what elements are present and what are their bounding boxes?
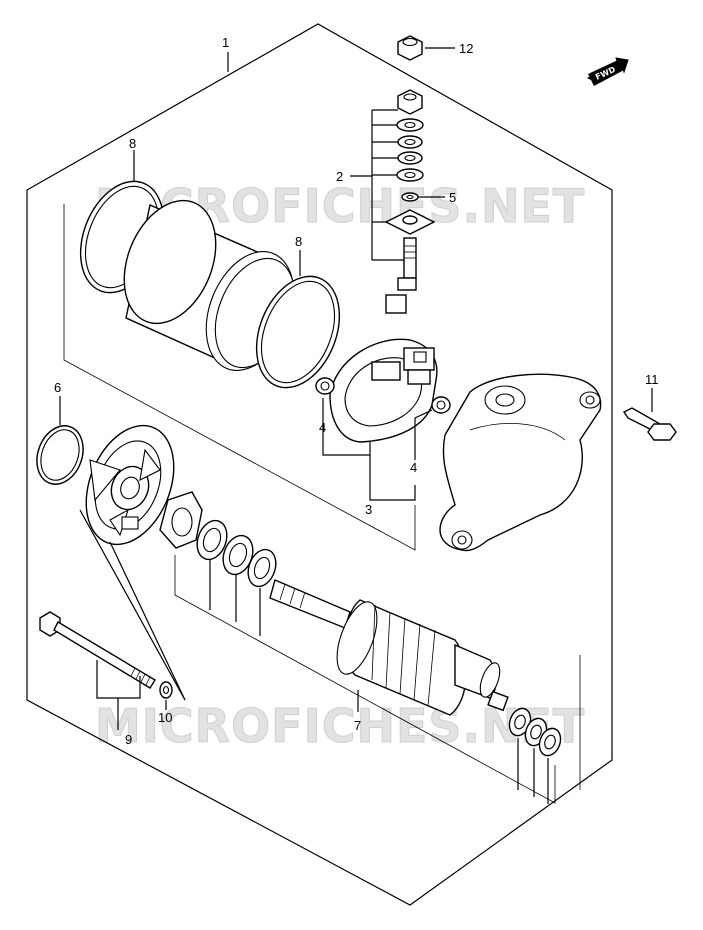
callout-4-left: 4 bbox=[319, 420, 326, 435]
callout-5: 5 bbox=[449, 190, 456, 205]
callout-1: 1 bbox=[222, 35, 229, 50]
front-housing bbox=[79, 424, 186, 701]
terminal-stack-2 bbox=[350, 89, 445, 314]
nut-12 bbox=[397, 35, 455, 61]
end-cover-housing bbox=[439, 373, 602, 552]
callout-7: 7 bbox=[354, 718, 361, 733]
callout-9: 9 bbox=[125, 732, 132, 747]
callout-8-left: 8 bbox=[129, 136, 136, 151]
callout-2: 2 bbox=[336, 169, 343, 184]
armature-7 bbox=[269, 579, 509, 716]
thrust-washers bbox=[159, 491, 277, 636]
callout-11: 11 bbox=[645, 372, 659, 387]
yoke-housing bbox=[79, 150, 341, 389]
through-bolt-9 bbox=[39, 611, 156, 730]
bolt-11 bbox=[622, 388, 677, 441]
fwd-arrow-icon: FWD bbox=[586, 57, 629, 86]
assembly-outline bbox=[26, 23, 613, 906]
rear-shims bbox=[508, 707, 562, 804]
callout-12: 12 bbox=[459, 41, 473, 56]
callout-10: 10 bbox=[158, 710, 172, 725]
inner-frame-lower bbox=[174, 555, 556, 804]
callout-6: 6 bbox=[54, 380, 61, 395]
o-ring-6 bbox=[36, 396, 84, 485]
callout-4-right: 4 bbox=[410, 460, 417, 475]
washer-10 bbox=[159, 681, 173, 710]
callout-8-right: 8 bbox=[295, 234, 302, 249]
callout-3: 3 bbox=[365, 502, 372, 517]
inner-frame-upper bbox=[63, 204, 416, 551]
brush-holder-plate bbox=[315, 338, 451, 501]
